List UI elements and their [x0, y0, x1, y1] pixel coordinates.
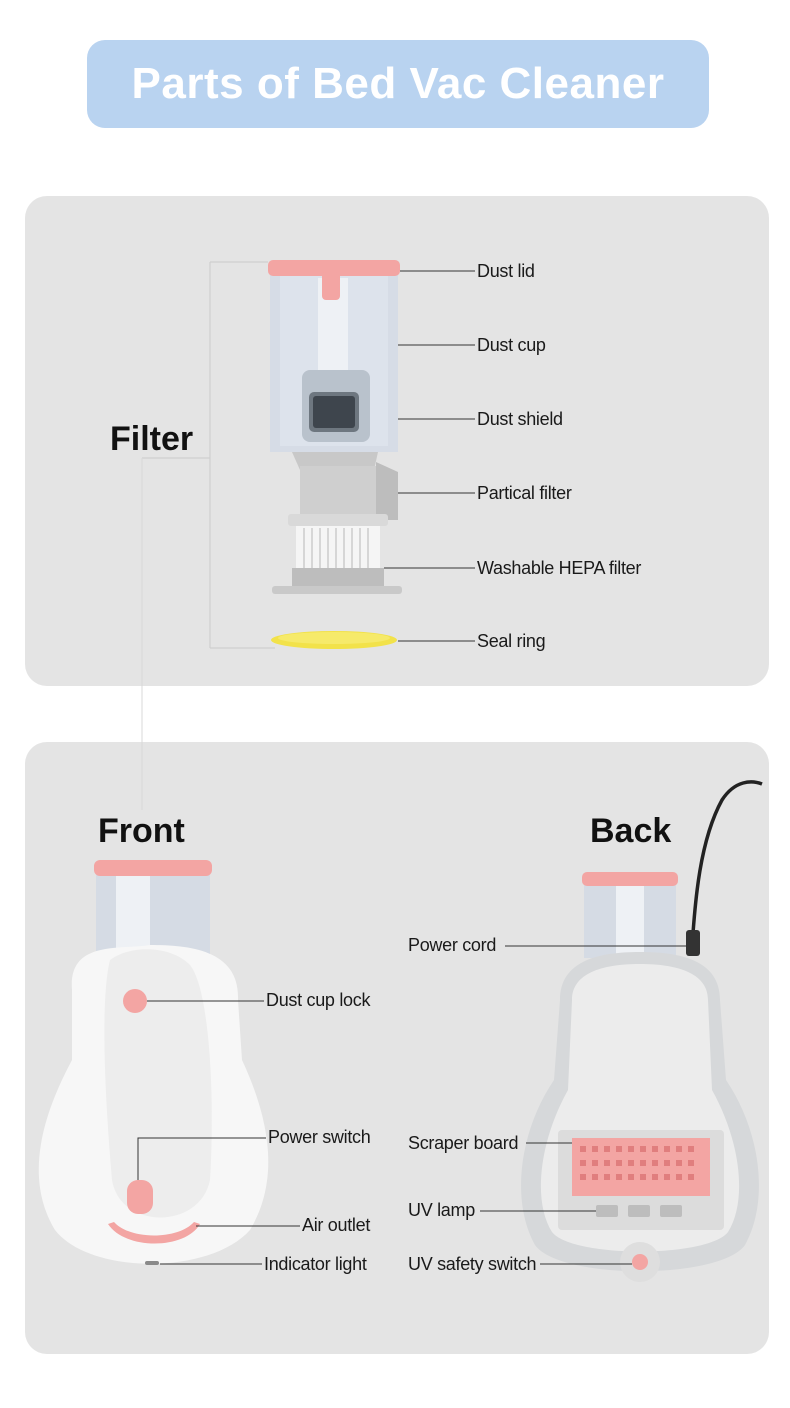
callout-uv-safety-switch: UV safety switch	[408, 1254, 537, 1274]
front-label: Front	[98, 812, 185, 850]
callout-hepa-filter: Washable HEPA filter	[477, 558, 642, 578]
callout-partical-filter: Partical filter	[477, 483, 572, 503]
title-banner: Parts of Bed Vac Cleaner	[87, 40, 709, 128]
callout-power-switch: Power switch	[268, 1127, 371, 1147]
callout-power-cord: Power cord	[408, 935, 497, 955]
page-title: Parts of Bed Vac Cleaner	[131, 59, 665, 108]
callout-scraper-board: Scraper board	[408, 1133, 519, 1153]
callout-uv-lamp: UV lamp	[408, 1200, 475, 1220]
front-view-illustration	[38, 860, 300, 1265]
callout-dust-cup-lock: Dust cup lock	[266, 990, 371, 1010]
filter-label: Filter	[110, 420, 194, 458]
callout-air-outlet: Air outlet	[302, 1215, 371, 1235]
callout-seal-ring: Seal ring	[477, 631, 546, 651]
callout-dust-lid: Dust lid	[477, 261, 535, 281]
callout-dust-cup: Dust cup	[477, 335, 546, 355]
filter-assembly-illustration	[141, 260, 475, 810]
callout-dust-shield: Dust shield	[477, 409, 563, 429]
back-label: Back	[590, 812, 672, 850]
callout-indicator-light: Indicator light	[264, 1254, 367, 1274]
back-view-illustration	[480, 780, 763, 1282]
